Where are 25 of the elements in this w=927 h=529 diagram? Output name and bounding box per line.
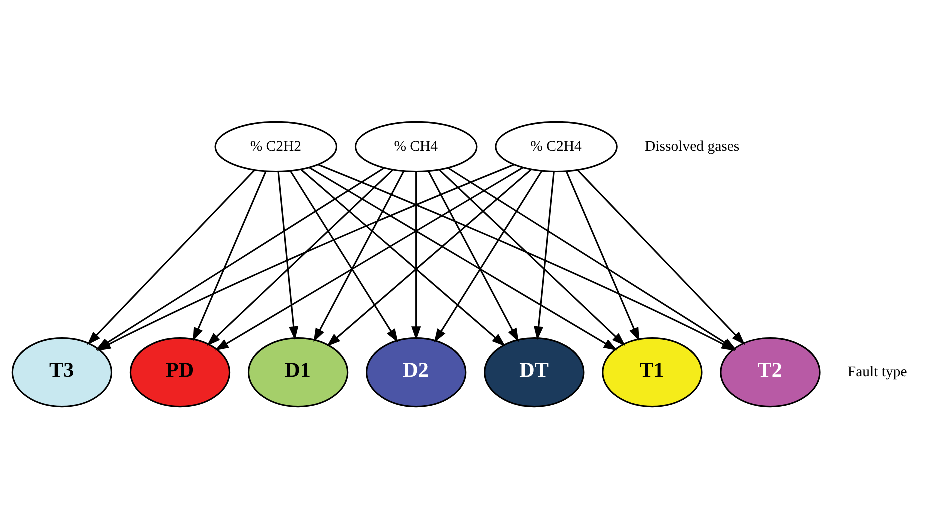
arrow bbox=[577, 170, 746, 346]
arrow bbox=[314, 171, 405, 342]
node-ellipse: % CH4 bbox=[354, 121, 478, 173]
label: Dissolved gases bbox=[645, 138, 740, 155]
label: Fault type bbox=[848, 364, 908, 380]
arrow bbox=[566, 171, 640, 342]
node-ellipse: D1 bbox=[248, 337, 349, 408]
arrow bbox=[534, 172, 555, 340]
node-ellipse: % C2H2 bbox=[214, 121, 338, 173]
arrow bbox=[290, 170, 398, 343]
arrow bbox=[215, 167, 524, 351]
arrow bbox=[412, 172, 422, 340]
node-ellipse: % C2H4 bbox=[495, 121, 618, 173]
arrow bbox=[300, 169, 506, 347]
node-ellipse: DT bbox=[484, 337, 585, 408]
arrow bbox=[439, 170, 626, 346]
arrow bbox=[434, 170, 543, 343]
arrow bbox=[193, 171, 267, 342]
arrow bbox=[326, 169, 532, 347]
arrow bbox=[428, 171, 519, 342]
node-ellipse: D2 bbox=[366, 337, 467, 408]
arrow bbox=[309, 167, 618, 351]
arrow bbox=[207, 170, 394, 346]
arrow bbox=[278, 172, 299, 340]
arrow bbox=[87, 170, 256, 346]
